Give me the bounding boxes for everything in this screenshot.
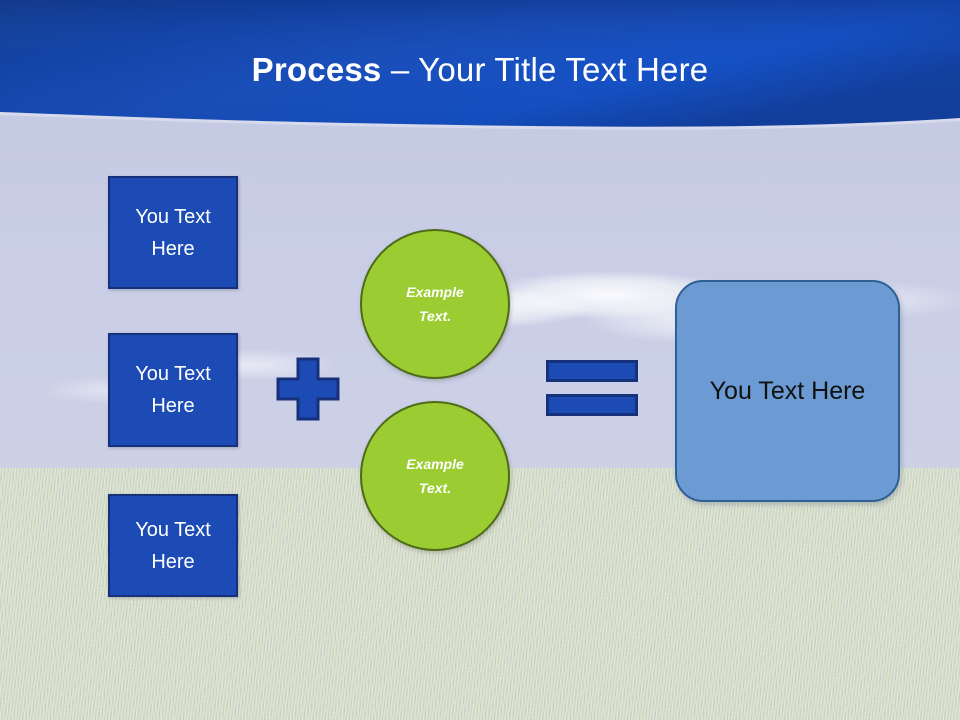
result-box[interactable]: You Text Here (675, 280, 900, 502)
equals-icon (546, 360, 638, 422)
input-box-3-label: You Text Here (135, 514, 211, 578)
input-box-2-line1: You Text (135, 363, 211, 385)
header-banner (0, 0, 960, 132)
plus-icon (276, 357, 340, 421)
input-box-3[interactable]: You Text Here (108, 494, 238, 597)
example-circle-1[interactable]: Example Text. (360, 229, 510, 379)
input-box-1-label: You Text Here (135, 201, 211, 265)
example-circle-2-line1: Example (406, 456, 464, 472)
input-box-3-line2: Here (151, 550, 195, 573)
page-title-rest: – Your Title Text Here (381, 51, 709, 88)
page-title: Process – Your Title Text Here (0, 50, 960, 90)
input-box-1-line1: You Text (135, 205, 211, 228)
example-circle-1-line2: Text. (418, 308, 452, 324)
example-circle-1-line1: Example (406, 284, 464, 300)
input-box-3-line1: You Text (135, 518, 211, 541)
equals-bar-top (546, 360, 638, 382)
input-box-2-label: You Text Here (135, 358, 211, 422)
equals-bar-bottom (546, 394, 638, 416)
input-box-2[interactable]: You Text Here (108, 333, 238, 447)
page-title-emphasis: Process (251, 51, 382, 88)
example-circle-2-line2: Text. (418, 480, 452, 496)
input-box-1-line2: Here (151, 237, 195, 260)
result-box-label: You Text Here (709, 376, 866, 405)
input-box-2-line2: Here (151, 395, 195, 417)
example-circle-2[interactable]: Example Text. (360, 401, 510, 551)
input-box-1[interactable]: You Text Here (108, 176, 238, 289)
